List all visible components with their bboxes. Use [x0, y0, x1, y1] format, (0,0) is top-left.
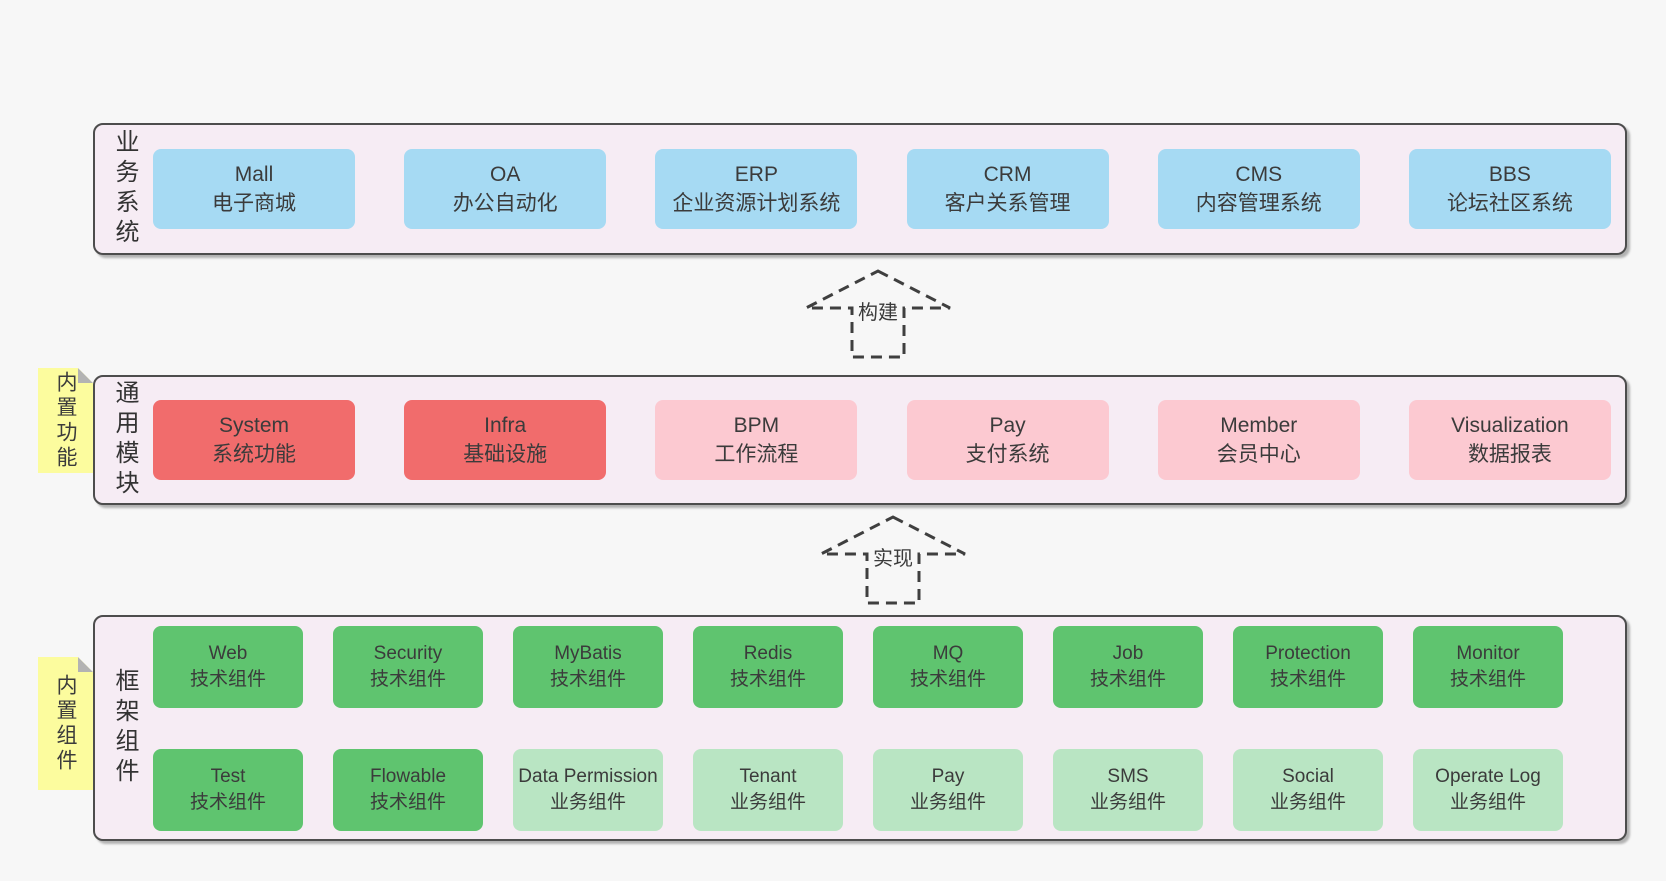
note-builtin-components: 内置组件: [38, 657, 93, 790]
component-row-2: Test 技术组件 Flowable 技术组件 Data Permission …: [153, 740, 1563, 839]
band-vertical-label: 框架组件: [111, 668, 138, 788]
box-erp: ERP 企业资源计划系统: [655, 149, 858, 229]
band-vertical-label: 业务系统: [111, 129, 138, 249]
folded-corner-icon: [78, 657, 93, 672]
box-protection: Protection 技术组件: [1233, 625, 1383, 708]
box-flowable: Flowable 技术组件: [333, 748, 483, 831]
arrow-label: 实现: [870, 542, 916, 571]
box-visualization: Visualization 数据报表: [1408, 400, 1611, 480]
box-mall: Mall 电子商城: [153, 149, 355, 229]
box-job: Job 技术组件: [1053, 625, 1203, 708]
note-text: 内置功能: [54, 370, 77, 471]
box-infra: Infra 基础设施: [404, 400, 607, 480]
box-pay-biz: Pay 业务组件: [873, 748, 1023, 831]
box-bbs: BBS 论坛社区系统: [1408, 149, 1611, 229]
arrow-implement-up-icon: 实现: [818, 514, 968, 606]
arrow-build-up-icon: 构建: [803, 268, 953, 360]
box-crm: CRM 客户关系管理: [906, 149, 1109, 229]
band-framework-components: 框架组件 Web 技术组件 Security 技术组件 MyBatis 技术组件…: [93, 615, 1627, 841]
folded-corner-icon: [78, 368, 93, 383]
box-monitor: Monitor 技术组件: [1413, 625, 1563, 708]
box-pay: Pay 支付系统: [906, 400, 1109, 480]
note-builtin-features: 内置功能: [38, 368, 93, 473]
arrow-label: 构建: [855, 296, 901, 325]
box-mybatis: MyBatis 技术组件: [513, 625, 663, 708]
box-data-permission: Data Permission 业务组件: [513, 748, 663, 831]
module-boxes: System 系统功能 Infra 基础设施 BPM 工作流程 Pay 支付系统…: [153, 377, 1625, 503]
box-oa: OA 办公自动化: [404, 149, 607, 229]
box-web: Web 技术组件: [153, 625, 303, 708]
box-test: Test 技术组件: [153, 748, 303, 831]
band-vertical-label: 通用模块: [111, 380, 138, 500]
box-tenant: Tenant 业务组件: [693, 748, 843, 831]
box-redis: Redis 技术组件: [693, 625, 843, 708]
component-rows: Web 技术组件 Security 技术组件 MyBatis 技术组件 Redi…: [153, 617, 1625, 839]
box-system: System 系统功能: [153, 400, 355, 480]
box-cms: CMS 内容管理系统: [1157, 149, 1360, 229]
band-common-modules: 通用模块 System 系统功能 Infra 基础设施 BPM 工作流程 Pay…: [93, 375, 1627, 505]
component-row-1: Web 技术组件 Security 技术组件 MyBatis 技术组件 Redi…: [153, 617, 1563, 716]
box-operate-log: Operate Log 业务组件: [1413, 748, 1563, 831]
box-social: Social 业务组件: [1233, 748, 1383, 831]
band-business-systems: 业务系统 Mall 电子商城 OA 办公自动化 ERP 企业资源计划系统 CRM…: [93, 123, 1627, 255]
note-text: 内置组件: [54, 673, 77, 774]
box-bpm: BPM 工作流程: [655, 400, 858, 480]
box-sms: SMS 业务组件: [1053, 748, 1203, 831]
box-security: Security 技术组件: [333, 625, 483, 708]
business-boxes: Mall 电子商城 OA 办公自动化 ERP 企业资源计划系统 CRM 客户关系…: [153, 125, 1625, 253]
box-mq: MQ 技术组件: [873, 625, 1023, 708]
box-member: Member 会员中心: [1157, 400, 1360, 480]
